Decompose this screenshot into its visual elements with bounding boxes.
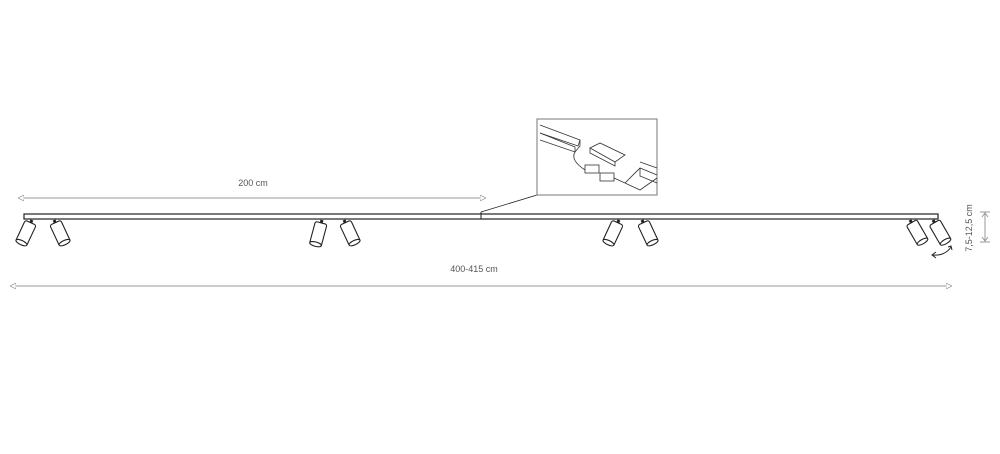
dimension-200cm: 200 cm [24, 178, 480, 198]
spotlight-icon [49, 219, 71, 247]
spotlights [15, 219, 952, 248]
connector-detail-inset [536, 118, 658, 196]
dimension-label-half: 200 cm [238, 178, 268, 188]
spotlight-icon [929, 219, 952, 246]
spotlight-icon [602, 219, 624, 247]
rotation-arrow-icon [932, 246, 952, 256]
dimension-label-height: 7,5-12,5 cm [964, 204, 974, 252]
spotlight-icon [906, 219, 929, 246]
dimension-label-total: 400-415 cm [450, 264, 498, 274]
dimension-height: 7,5-12,5 cm [964, 204, 990, 252]
detail-leader-line [480, 194, 538, 213]
dimension-total: 400-415 cm [16, 264, 946, 286]
spotlight-icon [339, 219, 361, 247]
spotlight-icon [309, 219, 328, 248]
spotlight-icon [637, 219, 659, 247]
spotlight-icon [15, 219, 37, 247]
